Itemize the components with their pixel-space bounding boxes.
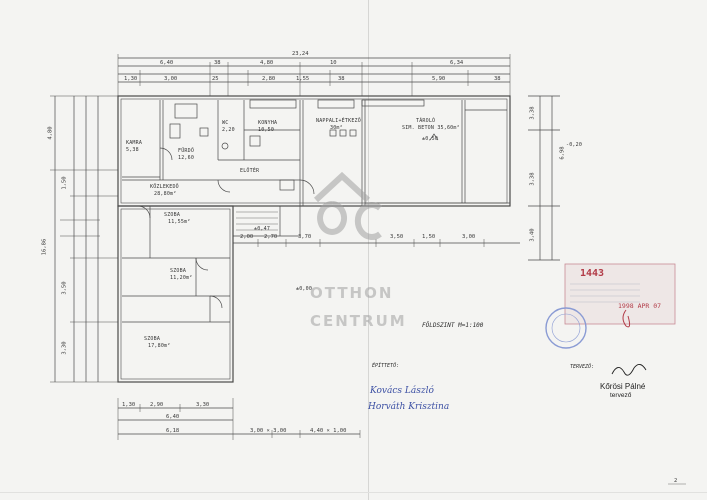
dim-sub-6: 38 [338,76,345,82]
page-marker: 2 [674,478,678,484]
room-konyha: KONYHA [258,120,278,126]
room-nappali: NAPPALI+ÉTKEZŐ [316,118,361,124]
level-047: ±0,47 [254,226,271,232]
room-szoba3-area: 17,80m² [148,343,171,349]
dim-sub-3: 25 [212,76,219,82]
room-wc: WC [222,120,229,126]
dim-mid-6: 3,00 [462,234,476,240]
watermark-line1: OTTHON [310,284,394,302]
level-000: ±0,00 [296,286,313,292]
room-szoba1: SZOBA [164,212,181,218]
dim-left-3: 3,50 [61,281,68,295]
dim-left-4: 3,30 [61,341,68,355]
room-szoba2-area: 11,20m² [170,275,193,281]
dim-bottom-6: 3,00 × 3,00 [250,428,287,434]
room-konyha-area: 10,50 [258,127,275,133]
room-szoba1-area: 11,55m² [168,219,191,225]
room-tarolo-area: SIM. BETON 35,60m² [402,125,460,131]
dim-right-3: 3,38 [529,172,536,186]
level-020: -0,20 [566,142,583,148]
oc-house-logo-icon [313,171,382,240]
dim-mid-2: 2,70 [264,234,278,240]
overall-width: 23,24 [292,51,309,57]
stamp-number: 1443 [580,268,605,279]
dim-mid-4: 3,50 [390,234,404,240]
room-furdo-area: 12,60 [178,155,195,161]
dim-left-2: 1,50 [61,176,68,190]
dim-right-4: 3,40 [529,228,536,242]
room-nappali-area: 30m² [330,125,343,131]
watermark-line2: CENTRUM [310,312,407,330]
dim-top-2: 38 [214,60,221,66]
builder-signature-2: Horváth Krisztina [368,402,450,412]
seal-icon [545,307,587,349]
dim-top-3: 4,80 [260,60,274,66]
room-kozlekedo: KÖZLEKEDŐ [150,184,179,190]
dim-bottom-5: 6,18 [166,428,180,434]
dim-mid-3: 3,70 [298,234,312,240]
dim-top-1: 6,40 [160,60,174,66]
dim-top-5: 6,34 [450,60,464,66]
room-eloter: ELŐTÉR [240,168,260,174]
dim-sub-8: 38 [494,76,501,82]
room-tarolo: TÁROLÓ [416,118,436,124]
room-kamra: KAMRA [126,140,143,146]
dim-bottom-7: 4,40 × 1,00 [310,428,347,434]
dim-bottom-3: 3,30 [196,402,210,408]
designer-label: TERVEZŐ: [570,364,595,370]
dim-sub-2: 3,00 [164,76,178,82]
dim-sub-4: 2,80 [262,76,276,82]
dim-right-2: 6,98 [559,146,566,160]
room-kamra-area: 5,38 [126,147,139,153]
dim-bottom-4: 6,40 [166,414,180,420]
dim-mid-5: 1,50 [422,234,436,240]
stamp-date: 1998 APR 07 [618,302,662,310]
designer-role: tervező [610,392,632,399]
builder-label: ÉPÍTTETŐ: [372,363,400,369]
drawing-title: FÖLDSZINT M=1:100 [422,322,484,329]
dim-sub-1: 1,30 [124,76,138,82]
dim-right-1: 3,38 [529,106,536,120]
designer-name: Kőrösi Pálné [600,382,646,391]
dim-sub-5: 1,55 [296,76,310,82]
room-szoba2: SZOBA [170,268,187,274]
room-szoba3: SZOBA [144,336,161,342]
dim-mid-1: 2,00 [240,234,254,240]
dim-top-4: 10 [330,60,337,66]
room-wc-area: 2,20 [222,127,235,133]
dim-left-1: 4,80 [47,126,54,140]
builder-signature-1: Kovács László [370,386,434,396]
level-050: ±0,50 [422,136,439,142]
room-kozlekedo-area: 28,80m² [154,191,177,197]
dim-left-total: 16,86 [41,238,48,256]
dim-bottom-1: 1,30 [122,402,136,408]
room-furdo: FÜRDŐ [178,148,195,154]
dim-bottom-2: 2,90 [150,402,164,408]
dim-sub-7: 5,90 [432,76,446,82]
